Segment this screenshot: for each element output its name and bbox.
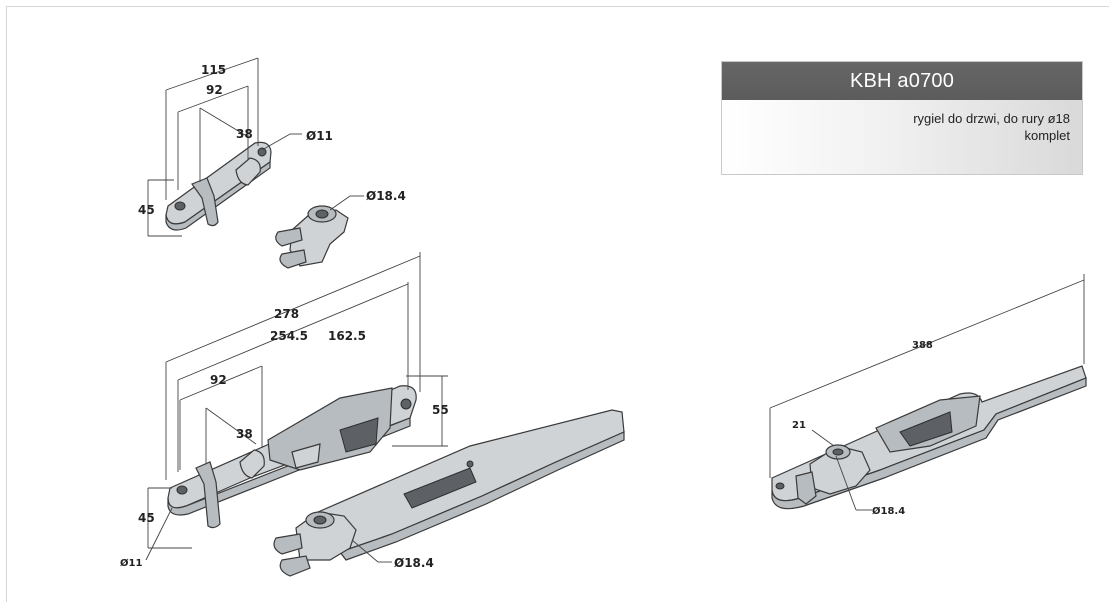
dim-bottom-55: 55 — [432, 403, 449, 417]
dim-top-115: 115 — [201, 63, 226, 77]
bottom-dimension-lines — [145, 252, 448, 561]
dim-bottom-278: 278 — [274, 307, 299, 321]
product-info-box: KBH a0700 rygiel do drzwi, do rury ø18 k… — [722, 62, 1082, 174]
right-assembled-bolt — [769, 274, 1087, 511]
page-frame — [6, 6, 1109, 602]
dim-top-45: 45 — [138, 203, 155, 217]
dim-bottom-tube: Ø18.4 — [394, 556, 434, 570]
dim-bottom-92: 92 — [210, 373, 227, 387]
dim-bottom-162: 162.5 — [328, 329, 366, 343]
dim-bottom-254: 254.5 — [270, 329, 308, 343]
dim-top-hole: Ø11 — [306, 129, 333, 143]
dim-bottom-38: 38 — [236, 427, 253, 441]
description-line-2: komplet — [1024, 128, 1070, 143]
top-tube-holder — [275, 195, 364, 269]
product-description: rygiel do drzwi, do rury ø18 komplet — [722, 100, 1082, 174]
dim-bottom-45: 45 — [138, 511, 155, 525]
product-code: KBH a0700 — [722, 62, 1082, 100]
dim-top-38: 38 — [236, 127, 253, 141]
top-bolt-plate — [165, 141, 272, 231]
dim-bottom-hole: Ø11 — [120, 557, 142, 569]
bottom-bolt-plate — [167, 385, 417, 529]
dim-top-tube: Ø18.4 — [366, 189, 406, 203]
dim-right-tube: Ø18.4 — [872, 505, 905, 517]
bottom-bolt-rod — [273, 409, 625, 577]
description-line-1: rygiel do drzwi, do rury ø18 — [913, 111, 1070, 126]
dim-top-92: 92 — [206, 83, 223, 97]
top-dimension-lines — [147, 57, 302, 237]
dim-right-388: 388 — [912, 340, 933, 351]
dim-right-21: 21 — [792, 420, 806, 431]
